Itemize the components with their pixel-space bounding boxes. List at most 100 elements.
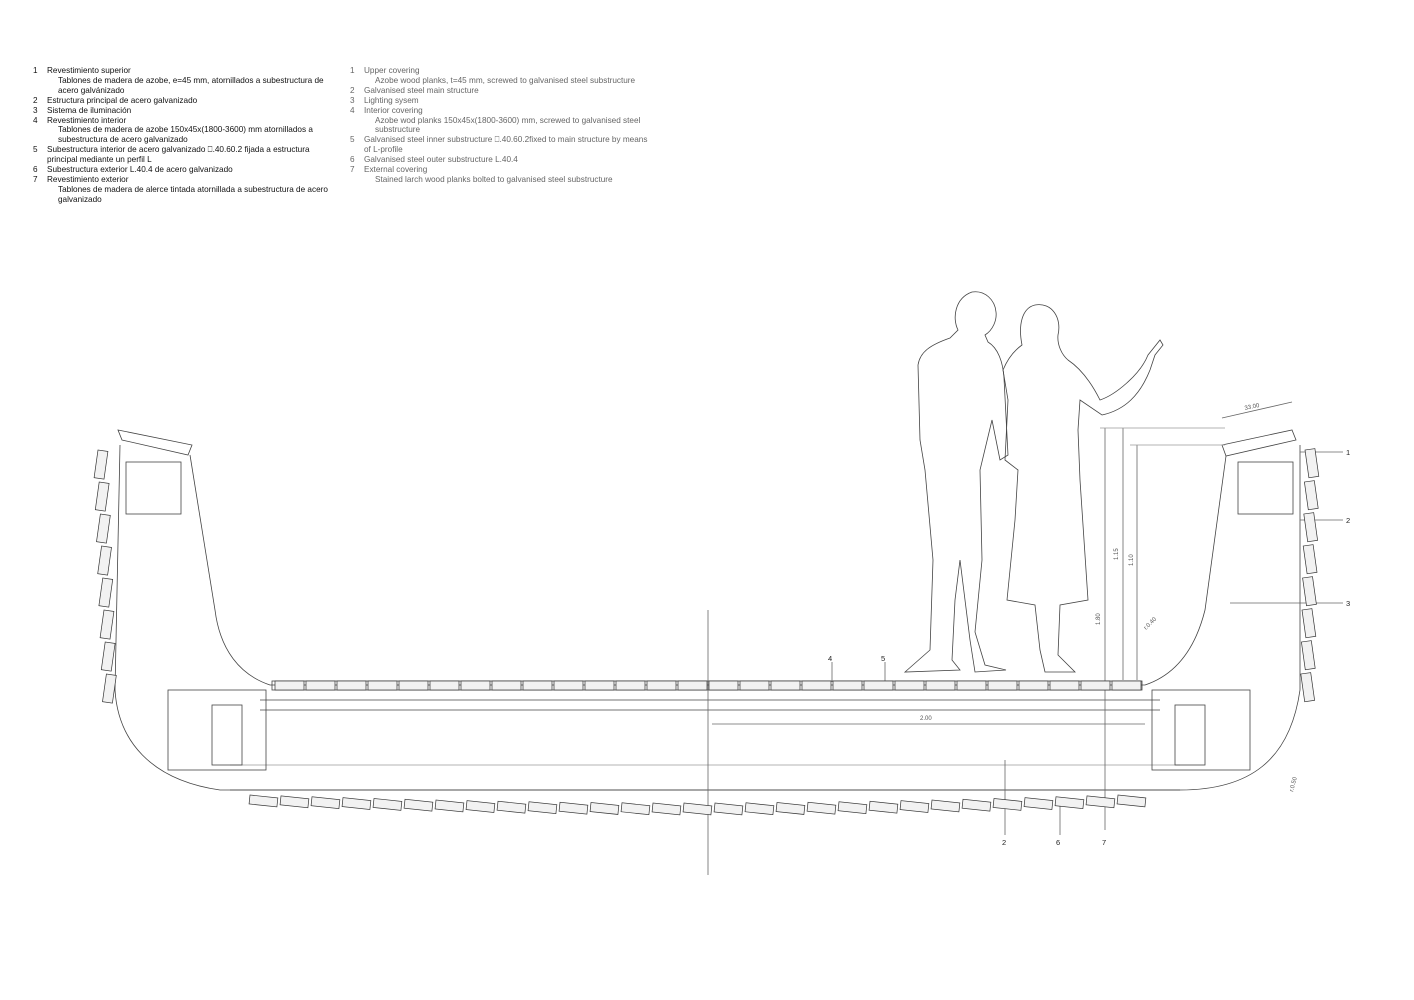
callout-bottom-2: 2 [1002,838,1006,847]
outer-cladding-plank [100,641,116,672]
legend-es-item-detail: Tablones de madera de alerce tintada ato… [58,184,328,204]
deck-plank [336,680,367,691]
deck-plank [1080,680,1111,691]
dim-width: 2.00 [920,716,932,722]
deck-plank [553,680,584,691]
bottom-cladding-plank [713,802,744,816]
bottom-cladding-plank [806,801,837,815]
right-cap-planks [1221,429,1297,457]
outer-cladding-plank [98,577,114,608]
legend-en-item-number: 6 [350,155,355,165]
legend-es-item-4: 4 Revestimiento interior [33,116,333,126]
bottom-cladding-plank [403,798,434,812]
deck-plank [615,680,646,691]
deck-plank [367,680,398,691]
outer-cladding-plank [1304,448,1320,479]
legend-en-item-4: 4 Interior covering [350,106,650,116]
legend-en-item-title: Galvanised steel main structure [364,85,479,95]
legend-es-item-title: Estructura principal de acero galvanizad… [47,95,198,105]
deck-plank [429,680,460,691]
bottom-cladding-plank [1116,794,1147,808]
bottom-cladding-plank [1023,797,1054,810]
bottom-cladding-plank [682,802,713,816]
legend-es-item-detail: Tablones de madera de azobe 150x45x(1800… [58,125,313,145]
bottom-cladding-plank [558,801,589,815]
outer-cladding-plank [1303,512,1318,543]
dim-r1: r.0.40 [1143,616,1158,631]
outer-cladding-plank [99,609,115,640]
legend-es-item-title: Sistema de iluminación [47,105,132,115]
deck-plank [708,680,739,691]
legend-en-item-detail: Stained larch wood planks bolted to galv… [375,174,613,184]
deck-plank [460,680,491,691]
outer-cladding-plank [102,673,117,704]
bottom-cladding-plank [248,794,279,808]
callout-4: 4 [828,654,832,663]
deck-plank [646,680,677,691]
bottom-cladding-plank [620,802,651,816]
legend-es-item-title: Revestimiento superior [47,66,131,75]
bottom-cladding-plank [1054,796,1085,810]
legend-en-item-number: 3 [350,95,355,105]
dim-h3: 1.80 [1096,613,1102,625]
legend-es-item-2: 2 Estructura principal de acero galvaniza… [33,96,333,106]
inner-hull [189,454,1227,686]
legend-es-item-number: 1 [33,66,38,75]
deck-plank [1111,680,1142,691]
outer-cladding-plank [1301,608,1317,639]
legend-es-item-7: 7 Revestimiento exterior [33,175,333,185]
bottom-cladding-plank [527,801,558,815]
legend-en-item-5: 5 Galvanised steel inner substructure ⎕.4… [350,135,650,155]
legend-en-item-detail: Azobe wod planks 150x45x(1800-3600) mm, … [375,115,641,135]
legend-en-item-title: Interior covering [364,105,423,115]
deck-plank [956,680,987,691]
bottom-cladding-plank [899,800,930,813]
legend-en-item-number: 5 [350,135,355,145]
legend-es-item-detail: Tablones de madera de azobe, e=45 mm, at… [58,75,324,95]
deck-plank [739,680,770,691]
bottom-cladding-plank [651,802,682,816]
legend-es-item-1: 1 Revestimiento superior [33,66,333,76]
outer-cladding-plank [1302,576,1317,607]
bottom-cladding-plank [992,798,1023,811]
left-upper-beam [125,461,182,515]
deck-plank [398,680,429,691]
legend-es-item-title: Revestimiento interior [47,115,127,125]
legend-es-item-number: 3 [33,105,38,115]
deck-plank [1049,680,1080,691]
bottom-cladding-plank [279,795,310,809]
dim-h2: 1.10 [1129,554,1135,566]
legend-en-item-number: 4 [350,105,355,115]
bottom-cladding-plank [868,800,899,814]
legend-es-item-number: 2 [33,95,38,105]
deck-plank [925,680,956,691]
deck-plank [770,680,801,691]
legend-es-item-number: 7 [33,174,38,184]
callout-1: 1 [1346,448,1350,457]
legend-en-item-number: 1 [350,66,355,75]
bottom-cladding-plank [310,796,341,810]
legend-es-item-title: Revestimiento exterior [47,174,129,184]
bottom-cladding-plank [434,799,465,813]
bottom-cladding-plank [961,798,992,812]
deck-plank [584,680,615,691]
deck-plank [801,680,832,691]
bottom-cladding-plank [837,801,868,815]
callout-bottom-6: 6 [1056,838,1060,847]
legend-en-item-title: Lighting sysem [364,95,419,105]
dim-top: 33.00 [1244,403,1261,412]
right-lower-beam [1151,689,1251,771]
legend-es-item-title: Subestructura exterior L.40.4 de acero g… [47,165,233,175]
dim-r2: r.0.50 [1289,776,1299,793]
woman-silhouette [1002,304,1164,673]
legend-es-item-number: 4 [33,115,38,125]
left-lower-beam [167,689,267,771]
man-silhouette [903,291,1009,673]
legend-en-item-title: Galvanised steel inner substructure ⎕.40… [364,135,648,155]
bottom-cladding-plank [372,798,403,811]
